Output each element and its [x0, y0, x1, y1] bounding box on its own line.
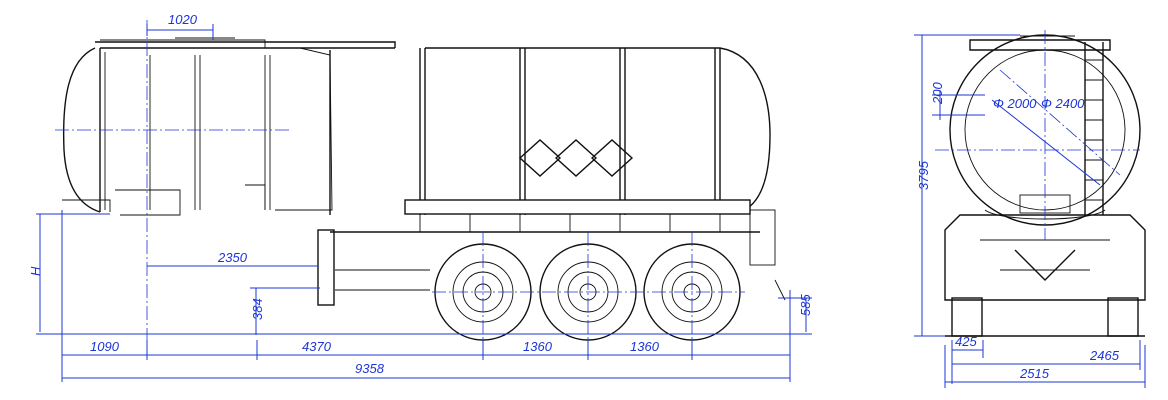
dim-2350: 2350: [217, 250, 248, 265]
dim-384: 384: [250, 298, 265, 320]
rear-view-dimensions: 3795 200 Φ 2000 Φ 2400 425 2465 2515: [914, 34, 1146, 388]
dim-4370: 4370: [302, 339, 332, 354]
dim-425: 425: [955, 334, 977, 349]
dim-H: H: [28, 266, 43, 276]
dim-585: 585: [798, 294, 813, 316]
side-view: [55, 20, 786, 360]
rear-view: [935, 30, 1146, 337]
rear-ladder: [1084, 42, 1104, 215]
dim-1360-a: 1360: [523, 339, 553, 354]
dim-1360-b: 1360: [630, 339, 660, 354]
dim-9358: 9358: [355, 361, 385, 376]
chassis: [317, 199, 786, 306]
dim-diameter-2000: Φ 2000: [993, 96, 1037, 111]
dim-3795: 3795: [916, 160, 931, 190]
dim-1020: 1020: [168, 12, 198, 27]
dim-diameter-2400: Φ 2400: [1041, 96, 1085, 111]
dim-2465: 2465: [1089, 348, 1120, 363]
dim-1090: 1090: [90, 339, 120, 354]
side-view-dimensions: 1020 2350 H 384 585 1090 4370 1360 1360 …: [28, 12, 813, 382]
tank-body: [62, 37, 771, 216]
dim-2515: 2515: [1019, 366, 1050, 381]
dim-200: 200: [930, 82, 945, 105]
